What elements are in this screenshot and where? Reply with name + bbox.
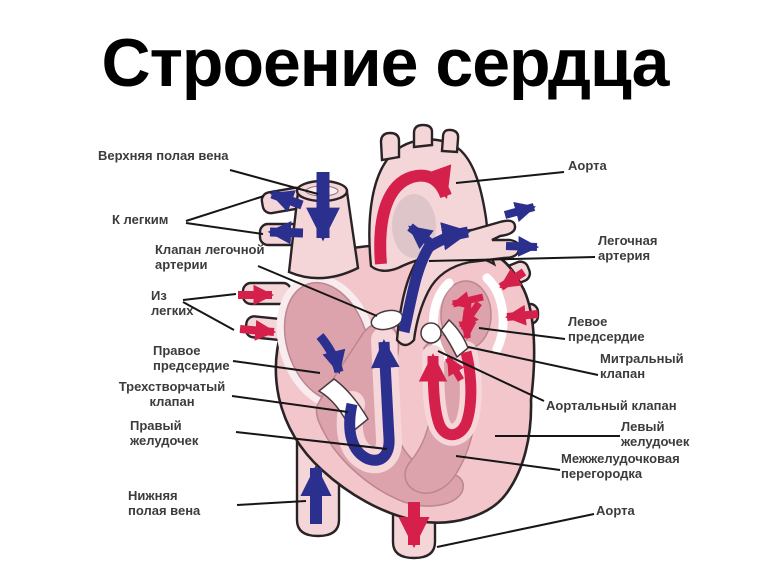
aorta-branch-2 [412, 123, 434, 149]
leader-aorta-bottom [436, 513, 595, 548]
leader-left-atrium [478, 327, 566, 340]
leader-inferior-vena-cava [236, 500, 307, 506]
label-tricuspid-valve: Трехстворчатый клапан [118, 379, 226, 410]
page-title: Строение сердца [101, 25, 670, 101]
leader-interventricular-septum [455, 455, 561, 471]
aortic-valve [420, 322, 442, 344]
leader-aorta-top [455, 171, 565, 184]
into-left-atrium-arrow-lower [504, 304, 539, 326]
leader-superior-vena-cava [229, 169, 319, 195]
to-lungs-arrow-lower [267, 220, 304, 245]
label-right-ventricle: Правый желудочек [130, 418, 199, 449]
label-right-atrium: Правое предсердие [153, 343, 230, 374]
label-left-ventricle: Левый желудочек [621, 419, 690, 450]
leader-right-atrium [232, 360, 321, 374]
label-from-lungs: Из легких [151, 288, 194, 319]
aortic-arch-arrow [374, 164, 452, 265]
pulmonary-tip-arrow-lower [505, 236, 540, 257]
leader-from-lungs-2 [182, 301, 235, 331]
leader-to-lungs-2 [185, 222, 264, 235]
label-interventricular-septum: Межжелудочковая перегородка [561, 451, 680, 482]
label-mitral-valve: Митральный клапан [600, 351, 684, 382]
label-aorta-top: Аорта [568, 158, 607, 173]
venous-flow-arrows [267, 172, 540, 524]
label-pulmonary-artery-valve: Клапан легочной артерии [155, 242, 265, 273]
leader-pulmonary-artery-valve [257, 265, 378, 317]
label-to-lungs: К легким [112, 212, 169, 227]
leader-to-lungs-1 [185, 195, 265, 222]
aortic-outflow-arrow [444, 356, 465, 382]
valves [317, 309, 469, 434]
aorta-branch-1 [379, 131, 401, 162]
arterial-flow-arrows [238, 164, 539, 549]
left-atrium-star-arrow-3 [458, 297, 477, 340]
leader-mitral-valve [467, 346, 599, 376]
label-superior-vena-cava: Верхняя полая вена [98, 148, 229, 163]
pulmonary-tip-arrow-upper [503, 201, 537, 223]
label-aorta-bottom: Аорта [596, 503, 635, 518]
tricuspid-valve [317, 378, 369, 434]
leader-aortic-valve [437, 350, 545, 402]
to-lungs-arrow-upper [269, 189, 304, 213]
left-atrium-wall-right [482, 273, 508, 354]
leader-lines [182, 169, 620, 548]
leader-right-ventricle [235, 431, 388, 450]
right-ventricle-u-arrow [344, 339, 400, 466]
label-aortic-valve: Аортальный клапан [546, 398, 677, 413]
label-left-atrium: Левое предсердие [568, 314, 645, 345]
label-inferior-vena-cava: Нижняя полая вена [128, 488, 201, 519]
left-ventricle-u-arrow [418, 350, 477, 441]
right-atrium-flow-arrow [316, 333, 346, 375]
label-pulmonary-artery: Легочная артерия [598, 233, 658, 264]
leader-from-lungs-1 [182, 293, 237, 301]
leader-pulmonary-artery [428, 256, 596, 262]
leader-tricuspid-valve [231, 395, 349, 413]
into-left-atrium-arrow-upper [498, 268, 527, 291]
pulmonary-branch-arrow [407, 223, 435, 250]
from-lungs-arrow-lower [239, 319, 277, 341]
aorta-branch-3 [440, 128, 460, 154]
